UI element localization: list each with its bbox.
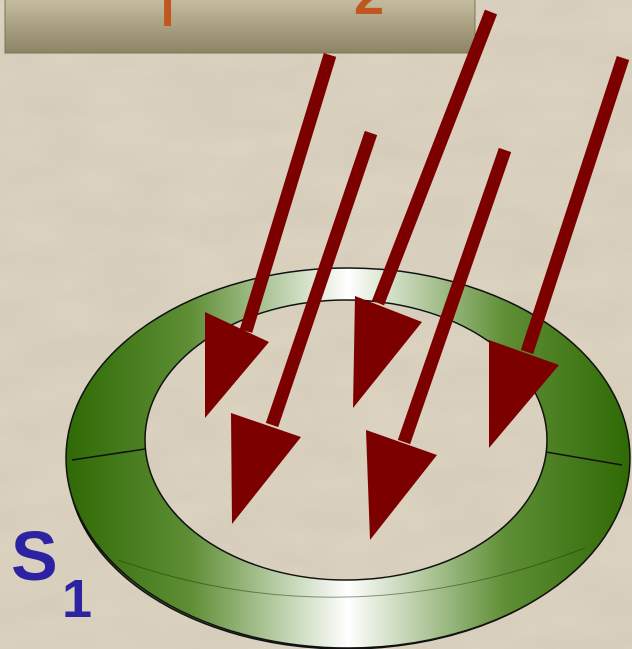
field-arrow-3 <box>489 55 630 448</box>
title-banner: | 2 <box>4 0 476 54</box>
banner-left-glyph: | <box>160 0 175 27</box>
banner-right-glyph: 2 <box>354 0 384 26</box>
field-arrow-5 <box>366 147 512 540</box>
surface-label: S 1 <box>11 517 92 629</box>
ring-surface <box>65 267 631 649</box>
surface-label-letter: S <box>11 517 58 595</box>
field-arrow-2 <box>353 9 498 408</box>
field-arrow-4 <box>231 130 378 524</box>
field-arrow-1 <box>205 53 337 418</box>
field-arrows <box>205 9 630 540</box>
surface-label-subscript: 1 <box>62 569 92 629</box>
